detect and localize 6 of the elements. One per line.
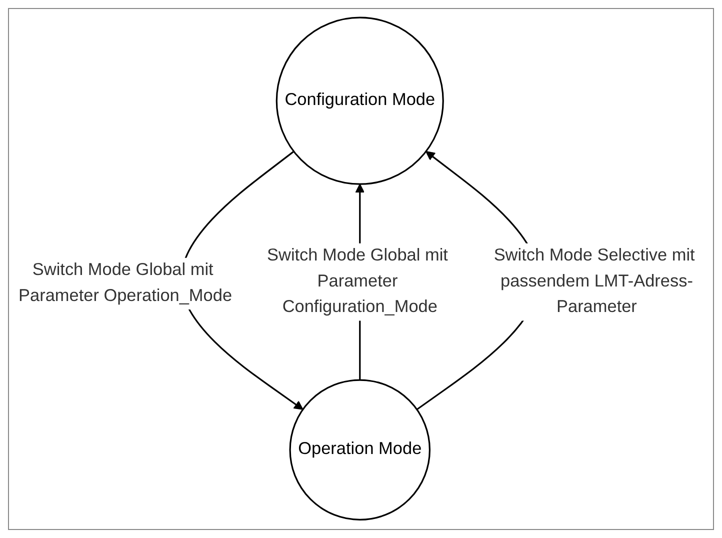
node-circle <box>276 17 444 186</box>
node-circle <box>289 380 431 521</box>
edge-label: Switch Mode Selective mit passendem LMT-Adress-Parameter <box>494 246 695 317</box>
state-diagram: Switch Mode Global mit Parameter Operation_Mode Switch Mode Global mit Parameter Configuration_Mode Switch Mode Selective mit passendem LMT-Adress-Parameter Configuration Mode Operation Mode <box>9 9 713 529</box>
edge-label: Switch Mode Global mit Parameter Operation_Mode <box>18 261 232 306</box>
edge-label: Switch Mode Global mit Parameter Configuration_Mode <box>267 246 448 317</box>
